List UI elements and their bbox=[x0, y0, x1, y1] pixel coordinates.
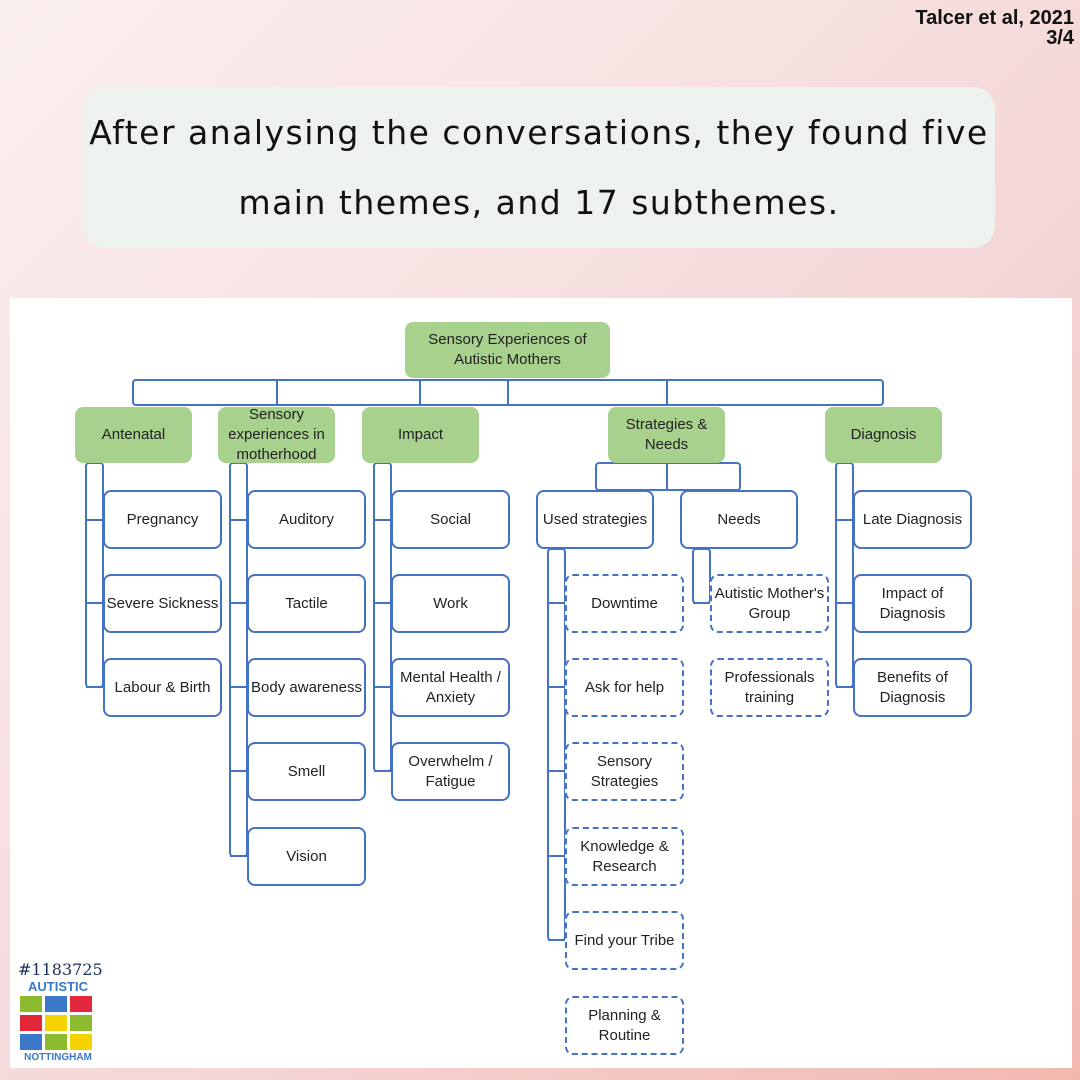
subtheme-impact: Social bbox=[391, 490, 510, 549]
connector bbox=[692, 548, 711, 604]
charity-number: #1183725 bbox=[18, 960, 103, 979]
subtheme-antenatal: Labour & Birth bbox=[103, 658, 222, 717]
logo-square bbox=[20, 1034, 42, 1050]
logo-square bbox=[70, 1034, 92, 1050]
theme-strategies-needs: Strategies & Needs bbox=[608, 407, 725, 463]
subtheme-used-strategies: Knowledge & Research bbox=[565, 827, 684, 886]
connector bbox=[835, 462, 854, 688]
logo-square bbox=[20, 996, 42, 1012]
subtheme-sensory: Auditory bbox=[247, 490, 366, 549]
page-number: 3/4 bbox=[1046, 27, 1074, 49]
subtheme-sensory: Body awareness bbox=[247, 658, 366, 717]
logo-square bbox=[45, 1034, 67, 1050]
logo-square bbox=[70, 996, 92, 1012]
autistic-nottingham-logo: #1183725 AUTISTIC NOTTINGHAM bbox=[18, 960, 103, 1063]
logo-top-text: AUTISTIC bbox=[28, 979, 88, 994]
subtheme-sensory: Tactile bbox=[247, 574, 366, 633]
subtheme-antenatal: Severe Sickness bbox=[103, 574, 222, 633]
root-theme: Sensory Experiences of Autistic Mothers bbox=[405, 322, 610, 378]
subtheme-diagnosis: Impact of Diagnosis bbox=[853, 574, 972, 633]
theme-impact: Impact bbox=[362, 407, 479, 463]
subtheme-used-strategies: Ask for help bbox=[565, 658, 684, 717]
theme-sensory-experiences: Sensory experiences in motherhood bbox=[218, 406, 335, 463]
intro-text: After analysing the conversations, they … bbox=[83, 87, 995, 248]
connector bbox=[373, 462, 392, 772]
citation-author: Talcer et al, 2021 bbox=[915, 7, 1074, 29]
subtheme-antenatal: Pregnancy bbox=[103, 490, 222, 549]
subtheme-impact: Overwhelm / Fatigue bbox=[391, 742, 510, 801]
logo-grid bbox=[20, 996, 96, 1050]
subtheme-needs: Professionals training bbox=[710, 658, 829, 717]
logo-square bbox=[45, 996, 67, 1012]
subtheme-diagnosis: Benefits of Diagnosis bbox=[853, 658, 972, 717]
logo-square bbox=[20, 1015, 42, 1031]
subtheme-used-strategies: Planning & Routine bbox=[565, 996, 684, 1055]
subtheme-needs: Autistic Mother's Group bbox=[710, 574, 829, 633]
logo-square bbox=[45, 1015, 67, 1031]
subtheme-used-strategies: Sensory Strategies bbox=[565, 742, 684, 801]
theme-antenatal: Antenatal bbox=[75, 407, 192, 463]
group-used-strategies: Used strategies bbox=[536, 490, 654, 549]
subtheme-used-strategies: Find your Tribe bbox=[565, 911, 684, 970]
subtheme-sensory: Vision bbox=[247, 827, 366, 886]
citation: Talcer et al, 2021 3/4 bbox=[915, 8, 1074, 48]
connector bbox=[85, 462, 104, 688]
group-needs: Needs bbox=[680, 490, 798, 549]
subtheme-impact: Work bbox=[391, 574, 510, 633]
connector bbox=[547, 548, 566, 941]
connector bbox=[229, 462, 248, 857]
subtheme-used-strategies: Downtime bbox=[565, 574, 684, 633]
subtheme-diagnosis: Late Diagnosis bbox=[853, 490, 972, 549]
logo-bottom-text: NOTTINGHAM bbox=[24, 1052, 92, 1063]
logo-square bbox=[70, 1015, 92, 1031]
connector-lines bbox=[85, 379, 884, 941]
subtheme-impact: Mental Health / Anxiety bbox=[391, 658, 510, 717]
theme-diagnosis: Diagnosis bbox=[825, 407, 942, 463]
subtheme-sensory: Smell bbox=[247, 742, 366, 801]
